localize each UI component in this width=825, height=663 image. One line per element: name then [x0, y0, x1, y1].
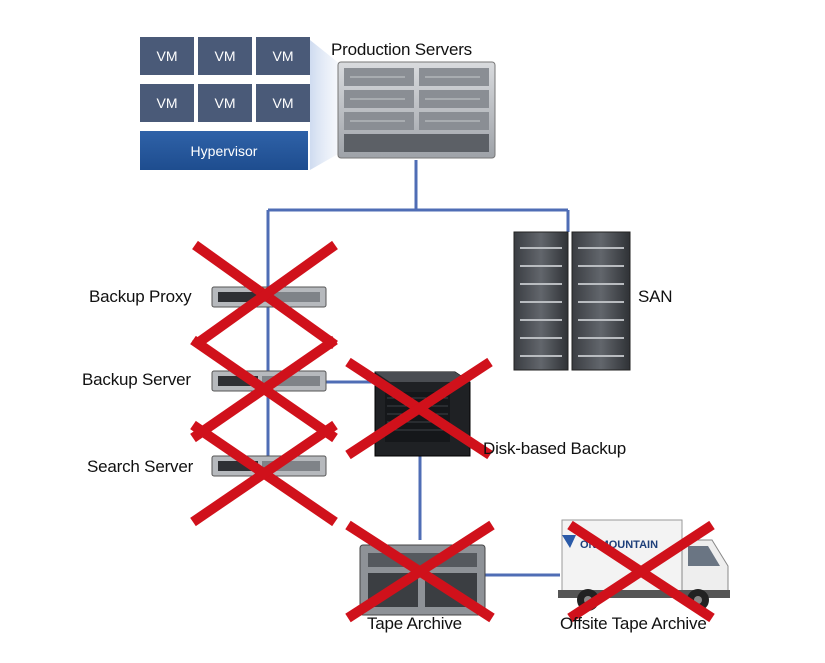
tape-archive-label: Tape Archive: [367, 614, 462, 633]
search-server-label: Search Server: [87, 457, 194, 476]
cross-mark: [567, 520, 715, 623]
vm-box: VM: [140, 37, 194, 75]
san-label: SAN: [638, 287, 673, 306]
cross-mark: [190, 335, 338, 443]
vm-box: VM: [198, 84, 252, 122]
cross-mark: [345, 357, 493, 460]
vm-box: VM: [198, 37, 252, 75]
cross-mark: [345, 520, 495, 623]
vm-box: VM: [140, 84, 194, 122]
disk-backup-label: Disk-based Backup: [483, 439, 627, 458]
backup-proxy-label: Backup Proxy: [89, 287, 192, 306]
cross-mark: [192, 240, 338, 350]
production-servers-label: Production Servers: [331, 40, 472, 59]
backup-server-label: Backup Server: [82, 370, 191, 389]
vm-box: VM: [256, 84, 310, 122]
cross-mark: [190, 420, 338, 527]
offsite-tape-archive-label: Offsite Tape Archive: [560, 614, 707, 633]
cross-marks: [190, 240, 715, 623]
vm-box: VM: [256, 37, 310, 75]
san-icon: [513, 231, 631, 371]
production-servers-icon: [337, 61, 496, 159]
hypervisor-box: Hypervisor: [140, 131, 308, 170]
connector-lines: [266, 160, 570, 577]
virtualization-glow: [310, 40, 345, 170]
